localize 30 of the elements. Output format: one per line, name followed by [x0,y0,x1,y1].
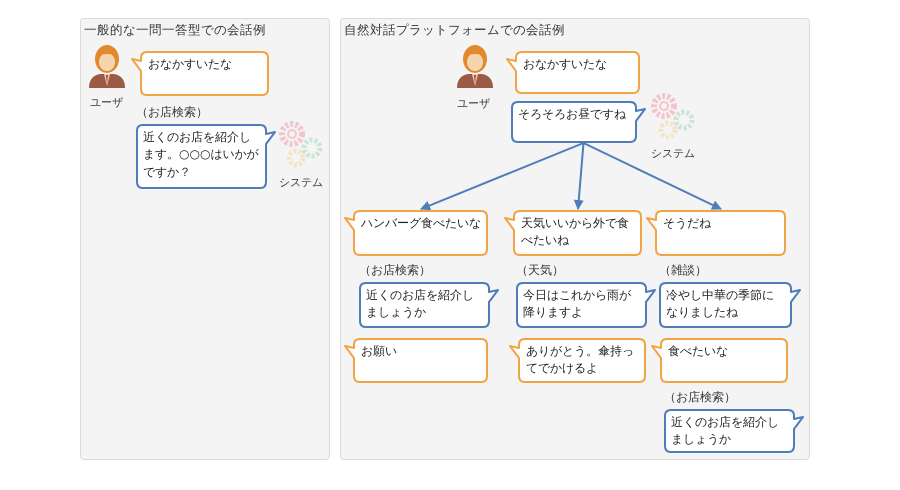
panel-heading: 自然対話プラットフォームでの会話例 [344,21,565,39]
search-category-label: （お店検索） [664,389,736,406]
role-label: システム [651,146,695,162]
panel-heading: 一般的な一問一答型での会話例 [84,21,266,39]
search-category-label: （天気） [516,262,564,279]
speech-bubble: 天気いいから外で食べたいね [504,210,642,256]
role-label: ユーザ [90,95,123,111]
arrow [420,142,584,210]
arrow [583,142,722,210]
speech-bubble: ハンバーグ食べたいな [344,210,488,256]
search-category-label: （雑談） [659,262,707,279]
speech-bubble: 食べたいな [651,338,788,383]
speech-bubble: ありがとう。傘持ってでかけるよ [509,338,646,383]
arrow [574,142,584,210]
speech-bubble: そろそろお昼ですね [511,101,646,143]
speech-bubble: 今日はこれから雨が降りますよ [516,282,656,328]
search-category-label: （お店検索） [136,104,208,121]
speech-bubble: 冷やし中華の季節になりましたね [659,282,801,328]
role-label: システム [279,175,323,191]
speech-bubble: そうだね [646,210,786,256]
speech-bubble: おなかすいたな [131,51,269,96]
speech-bubble: 近くのお店を紹介しましょうか [359,282,499,328]
speech-bubble: おなかすいたな [506,51,640,94]
speech-bubble: 近くのお店を紹介しましょうか [664,409,804,453]
speech-bubble: お願い [344,338,488,383]
panel [80,18,330,460]
panel [340,18,810,460]
search-category-label: （お店検索） [359,262,431,279]
speech-bubble: 近くのお店を紹介します。○○○はいかがですか？ [136,124,276,189]
role-label: ユーザ [457,96,490,112]
